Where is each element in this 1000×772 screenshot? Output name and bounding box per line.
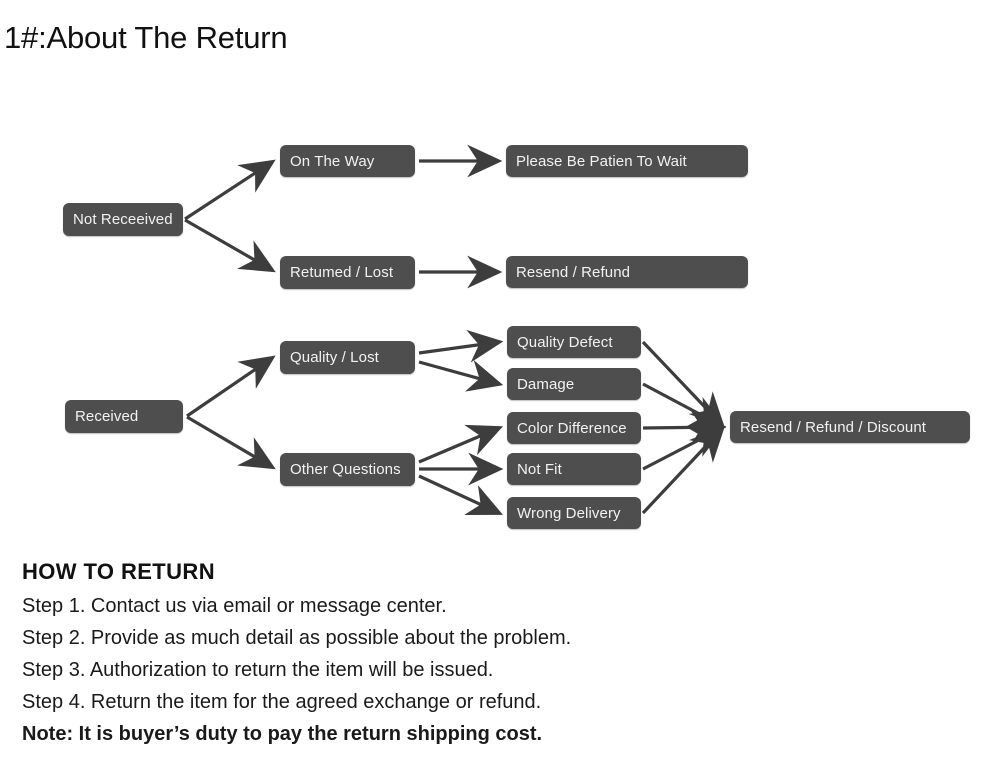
node-color-difference[interactable]: Color Difference — [507, 412, 641, 444]
connector-wrongdelivery-resolution — [641, 425, 726, 515]
connector-notfit-resolution — [642, 425, 726, 471]
node-damage[interactable]: Damage — [507, 368, 641, 400]
node-on-the-way[interactable]: On The Way — [280, 145, 415, 177]
node-resend-refund[interactable]: Resend / Refund — [506, 256, 748, 288]
page-title: 1#:About The Return — [4, 20, 288, 55]
connector-notreceived-returnedlost — [184, 218, 276, 273]
node-not-fit[interactable]: Not Fit — [507, 453, 641, 485]
node-quality-defect[interactable]: Quality Defect — [507, 326, 641, 358]
connector-other-colordifference — [418, 424, 504, 464]
connector-notreceived-ontheway — [184, 159, 276, 221]
how-to-return-note: Note: It is buyer’s duty to pay the retu… — [22, 723, 543, 746]
node-returned-lost[interactable]: Retumed / Lost — [280, 256, 415, 289]
how-to-return-step-3: Step 3. Authorization to return the item… — [22, 659, 494, 682]
how-to-return-step-4: Step 4. Return the item for the agreed e… — [22, 691, 542, 714]
node-wrong-delivery[interactable]: Wrong Delivery — [507, 497, 641, 529]
connector-received-otherquestions — [186, 415, 276, 470]
node-not-received[interactable]: Not Receeived — [63, 203, 183, 236]
node-resend-refund-discount[interactable]: Resend / Refund / Discount — [730, 411, 970, 443]
connector-quality-damage — [418, 359, 504, 392]
node-quality-lost[interactable]: Quality / Lost — [280, 341, 415, 374]
return-flow-diagram: Not Receeived On The Way Please Be Patie… — [0, 110, 1000, 550]
connector-qualitydefect-resolution — [641, 340, 726, 429]
connector-damage-resolution — [642, 382, 726, 429]
connector-colordifference-resolution — [642, 410, 727, 444]
how-to-return-step-1: Step 1. Contact us via email or message … — [22, 595, 447, 618]
connector-received-quality — [186, 355, 276, 418]
connector-other-wrongdelivery — [418, 474, 503, 515]
how-to-return-heading: HOW TO RETURN — [22, 559, 216, 584]
how-to-return-section: HOW TO RETURN Step 1. Contact us via ema… — [22, 559, 962, 750]
connector-quality-qualitydefect — [418, 329, 504, 363]
node-please-be-patient-to-wait[interactable]: Please Be Patien To Wait — [506, 145, 748, 177]
node-received[interactable]: Received — [65, 400, 183, 433]
flow-connectors — [184, 144, 727, 515]
how-to-return-step-2: Step 2. Provide as much detail as possib… — [22, 627, 572, 650]
node-other-questions[interactable]: Other Questions — [280, 453, 415, 486]
